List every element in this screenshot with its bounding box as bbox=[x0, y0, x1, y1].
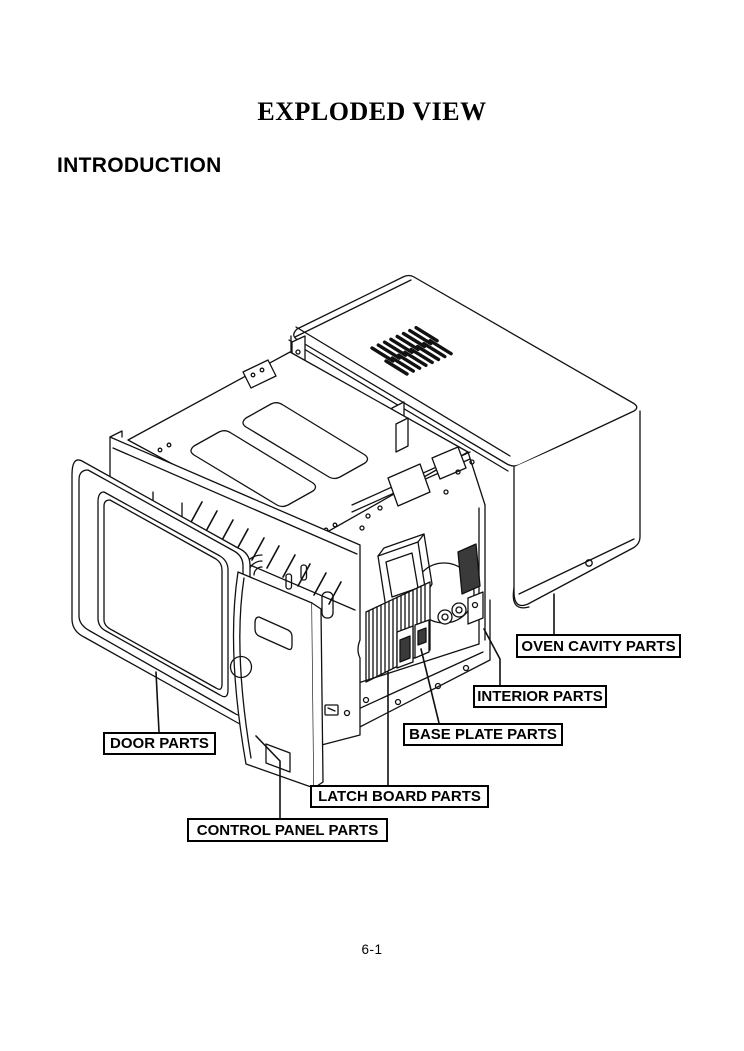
callout-label: CONTROL PANEL PARTS bbox=[196, 821, 379, 839]
page-title: EXPLODED VIEW bbox=[257, 97, 487, 126]
capacitor bbox=[457, 543, 481, 595]
latch-slot bbox=[285, 573, 293, 590]
chassis bbox=[127, 335, 469, 541]
callout-base-plate-parts: BASE PLATE PARTS bbox=[403, 723, 563, 746]
control-panel bbox=[229, 571, 324, 789]
callout-interior-parts: INTERIOR PARTS bbox=[473, 685, 607, 708]
motor bbox=[437, 591, 484, 625]
callout-door-parts: DOOR PARTS bbox=[103, 732, 216, 755]
front-slats bbox=[189, 501, 342, 605]
door bbox=[71, 459, 251, 726]
leader-interior bbox=[483, 628, 501, 686]
callout-oven-cavity-parts: OVEN CAVITY PARTS bbox=[516, 634, 681, 658]
leader-lines bbox=[155, 593, 555, 819]
callout-latch-board-parts: LATCH BOARD PARTS bbox=[310, 785, 489, 808]
callout-label: DOOR PARTS bbox=[110, 735, 209, 752]
button-pad bbox=[265, 743, 291, 773]
latch-opening bbox=[321, 591, 334, 619]
leader-base-plate bbox=[420, 648, 440, 724]
upper-machinery bbox=[351, 417, 486, 645]
interior-parts bbox=[342, 533, 491, 732]
oven-cavity-wrap bbox=[288, 274, 641, 609]
vent-slats bbox=[370, 326, 453, 376]
relay-blocks bbox=[396, 619, 430, 669]
callout-label: INTERIOR PARTS bbox=[477, 688, 603, 705]
callout-label: LATCH BOARD PARTS bbox=[318, 788, 481, 805]
page-number: 6-1 bbox=[361, 942, 383, 957]
leader-door bbox=[155, 671, 160, 733]
latch-slot bbox=[300, 564, 308, 581]
dial-knob bbox=[229, 655, 253, 679]
display-window bbox=[254, 616, 293, 651]
section-heading: INTRODUCTION bbox=[57, 154, 222, 177]
callout-label: BASE PLATE PARTS bbox=[409, 726, 557, 743]
door-window bbox=[97, 491, 229, 698]
leader-control-panel bbox=[255, 735, 281, 819]
callout-label: OVEN CAVITY PARTS bbox=[521, 637, 676, 655]
callout-control-panel-parts: CONTROL PANEL PARTS bbox=[187, 818, 388, 842]
